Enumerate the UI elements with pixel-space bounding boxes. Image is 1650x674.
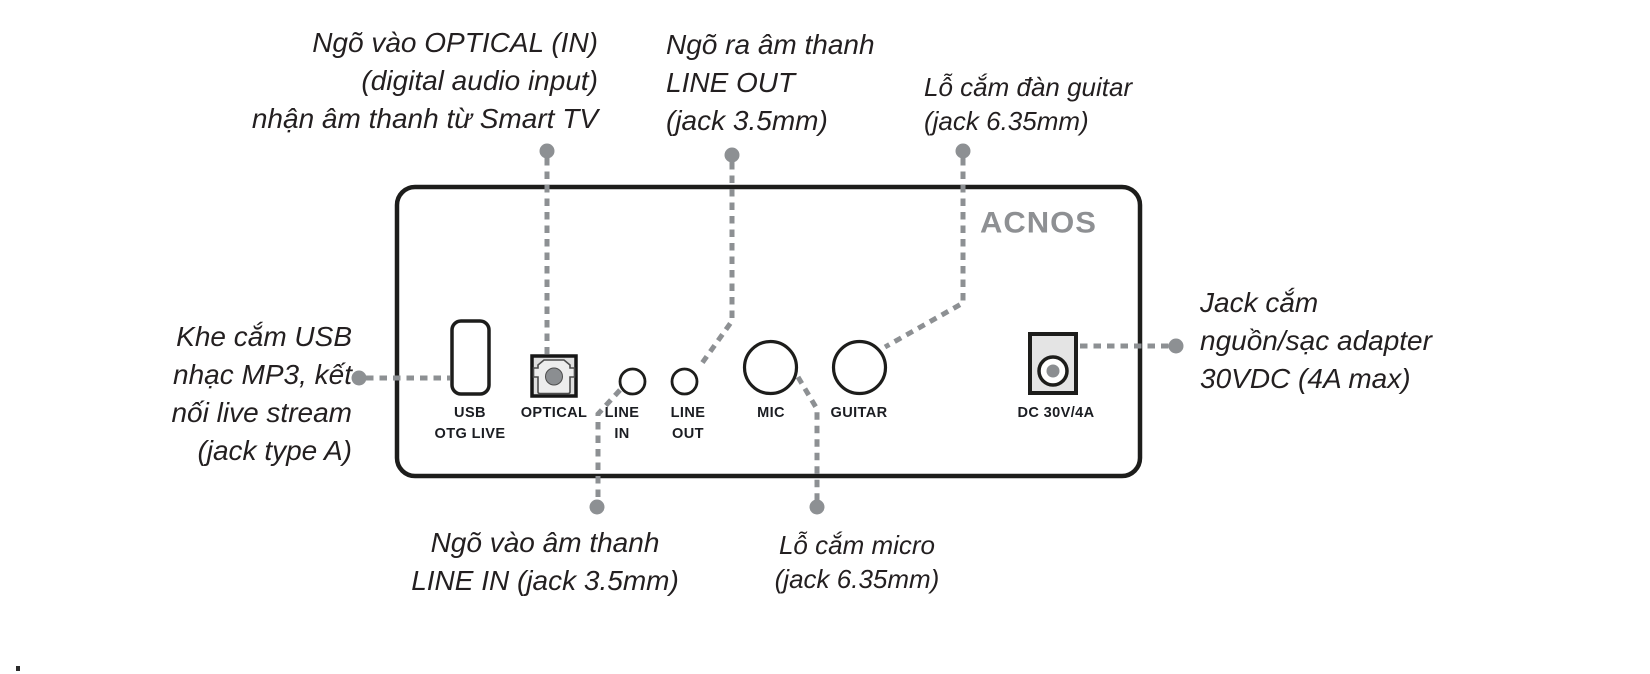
device-panel-outline (394, 184, 1143, 479)
annotation-usb-line1: Khe cắm USB (176, 321, 352, 352)
annotation-dc-line1: Jack cắm (1200, 287, 1319, 318)
port-label-line-in: LINE IN (605, 402, 640, 444)
annotation-dc-line2: nguồn/sạc adapter (1200, 325, 1432, 356)
port-label-mic-line1: MIC (757, 404, 785, 421)
annotation-optical-input-line1: Ngõ vào OPTICAL (IN) (312, 27, 598, 58)
dc-connector-dot (1168, 338, 1184, 354)
brand-logo: ACNOS (980, 206, 1097, 240)
annotation-mic: Lỗ cắm micro (jack 6.35mm) (775, 528, 940, 596)
usb-port (450, 319, 491, 396)
annotation-line-out-line1: Ngõ ra âm thanh (666, 29, 875, 60)
annotation-usb: Khe cắm USB nhạc MP3, kết nối live strea… (171, 318, 352, 470)
annotation-optical-input-line3: nhận âm thanh từ Smart TV (251, 103, 598, 134)
annotation-line-in-line2: LINE IN (jack 3.5mm) (411, 565, 679, 596)
annotation-mic-line2: (jack 6.35mm) (774, 564, 940, 594)
annotation-mic-line1: Lỗ cắm micro (778, 530, 936, 560)
guitar-jack (831, 339, 888, 396)
mic-jack (742, 339, 799, 396)
line-out-jack (670, 367, 699, 396)
mic-connector-line (795, 375, 820, 500)
line-out-connector-line (697, 162, 735, 368)
port-label-line-in-line1: LINE (604, 404, 640, 421)
port-label-guitar: GUITAR (830, 402, 887, 423)
dc-power-pin (1046, 364, 1060, 378)
annotation-line-in: Ngõ vào âm thanh LINE IN (jack 3.5mm) (411, 524, 679, 600)
annotation-usb-line4: (jack type A) (197, 435, 352, 466)
mic-connector-dot (809, 499, 825, 515)
annotation-guitar: Lỗ cắm đàn guitar (jack 6.35mm) (924, 70, 1132, 138)
guitar-connector-dot (955, 143, 971, 159)
port-label-dc: DC 30V/4A (1017, 402, 1094, 423)
line-in-jack (618, 367, 647, 396)
annotation-line-out: Ngõ ra âm thanh LINE OUT (jack 3.5mm) (666, 26, 875, 140)
annotation-guitar-line2: (jack 6.35mm) (924, 106, 1089, 136)
annotation-dc-line3: 30VDC (4A max) (1200, 363, 1411, 394)
port-label-optical-line1: OPTICAL (520, 404, 588, 421)
optical-port-lens (545, 367, 563, 386)
annotation-line-out-line3: (jack 3.5mm) (666, 105, 828, 136)
port-label-dc-line1: DC 30V/4A (1017, 404, 1095, 421)
line-in-connector-line (595, 388, 622, 500)
annotation-line-out-line2: LINE OUT (666, 67, 796, 98)
annotation-optical-input-line2: (digital audio input) (361, 65, 598, 96)
annotation-usb-line3: nối live stream (171, 397, 352, 428)
port-label-usb: USB OTG LIVE (434, 402, 505, 444)
line-out-connector-dot (724, 147, 740, 163)
usb-connector-dot (351, 370, 367, 386)
annotation-line-in-line1: Ngõ vào âm thanh (430, 527, 660, 558)
guitar-connector-line (883, 158, 966, 350)
port-label-line-out: LINE OUT (671, 402, 706, 444)
port-label-line-out-line2: OUT (672, 425, 704, 442)
port-label-mic: MIC (757, 402, 785, 423)
annotation-optical-input: Ngõ vào OPTICAL (IN) (digital audio inpu… (252, 24, 598, 138)
optical-connector-dot (539, 143, 555, 159)
annotation-dc: Jack cắm nguồn/sạc adapter 30VDC (4A max… (1200, 284, 1432, 398)
port-label-line-out-line1: LINE (670, 404, 706, 421)
port-label-usb-line1: USB (454, 404, 486, 421)
annotation-guitar-line1: Lỗ cắm đàn guitar (924, 72, 1133, 102)
port-label-line-in-line2: IN (614, 425, 630, 442)
port-label-usb-line2: OTG LIVE (434, 425, 506, 442)
line-in-connector-dot (589, 499, 605, 515)
annotation-usb-line2: nhạc MP3, kết (173, 359, 352, 390)
port-label-guitar-line1: GUITAR (830, 404, 888, 421)
port-label-optical: OPTICAL (521, 402, 588, 423)
page-speck (16, 666, 20, 671)
